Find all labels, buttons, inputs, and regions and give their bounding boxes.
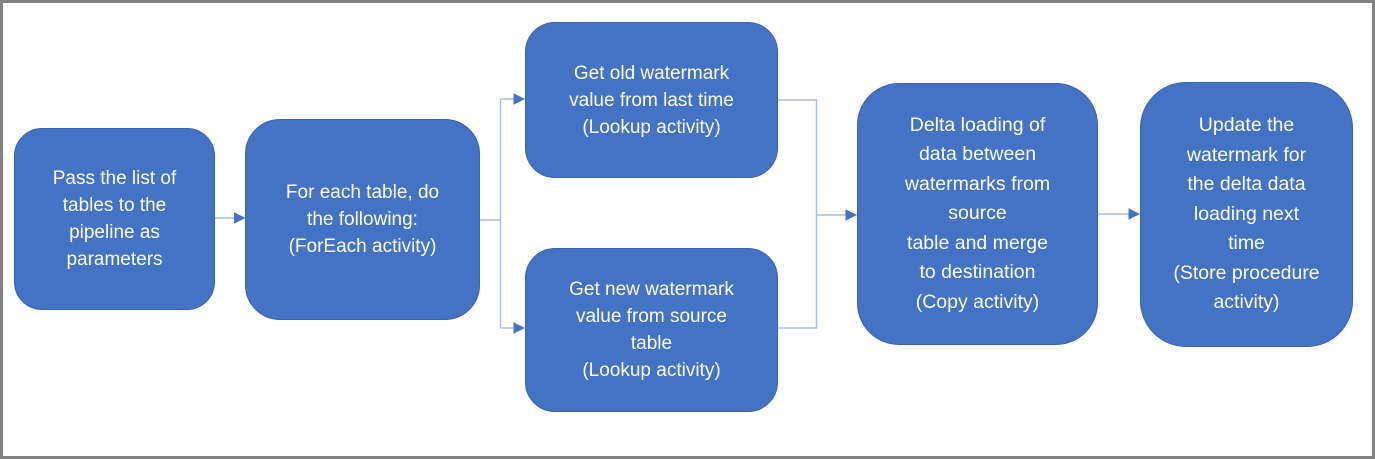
connector-lines	[215, 93, 1140, 334]
connector-lookups-merge	[778, 99, 847, 329]
node-pass-tables: Pass the list of tables to the pipeline …	[14, 128, 215, 310]
arrowhead-icon	[513, 93, 525, 105]
node-label: Pass the list of tables to the pipeline …	[52, 168, 177, 270]
node-label: For each table, do the following: (ForEa…	[285, 182, 440, 257]
node-label: Update the watermark for the delta data …	[1173, 114, 1320, 314]
node-delta-loading: Delta loading of data between watermarks…	[857, 83, 1098, 345]
node-get-new-watermark: Get new watermark value from source tabl…	[525, 248, 778, 412]
arrowhead-icon	[513, 322, 525, 334]
node-update-watermark: Update the watermark for the delta data …	[1140, 82, 1353, 347]
node-label: Get new watermark value from source tabl…	[569, 279, 734, 381]
node-foreach-table: For each table, do the following: (ForEa…	[245, 119, 480, 320]
arrowhead-icon	[1128, 208, 1140, 220]
connector-foreach-branch	[480, 98, 515, 329]
node-get-old-watermark: Get old watermark value from last time (…	[525, 22, 778, 178]
node-label: Delta loading of data between watermarks…	[904, 113, 1051, 313]
arrowhead-icon	[845, 209, 857, 221]
node-label: Get old watermark value from last time (…	[569, 62, 734, 138]
arrowhead-icon	[234, 212, 246, 224]
